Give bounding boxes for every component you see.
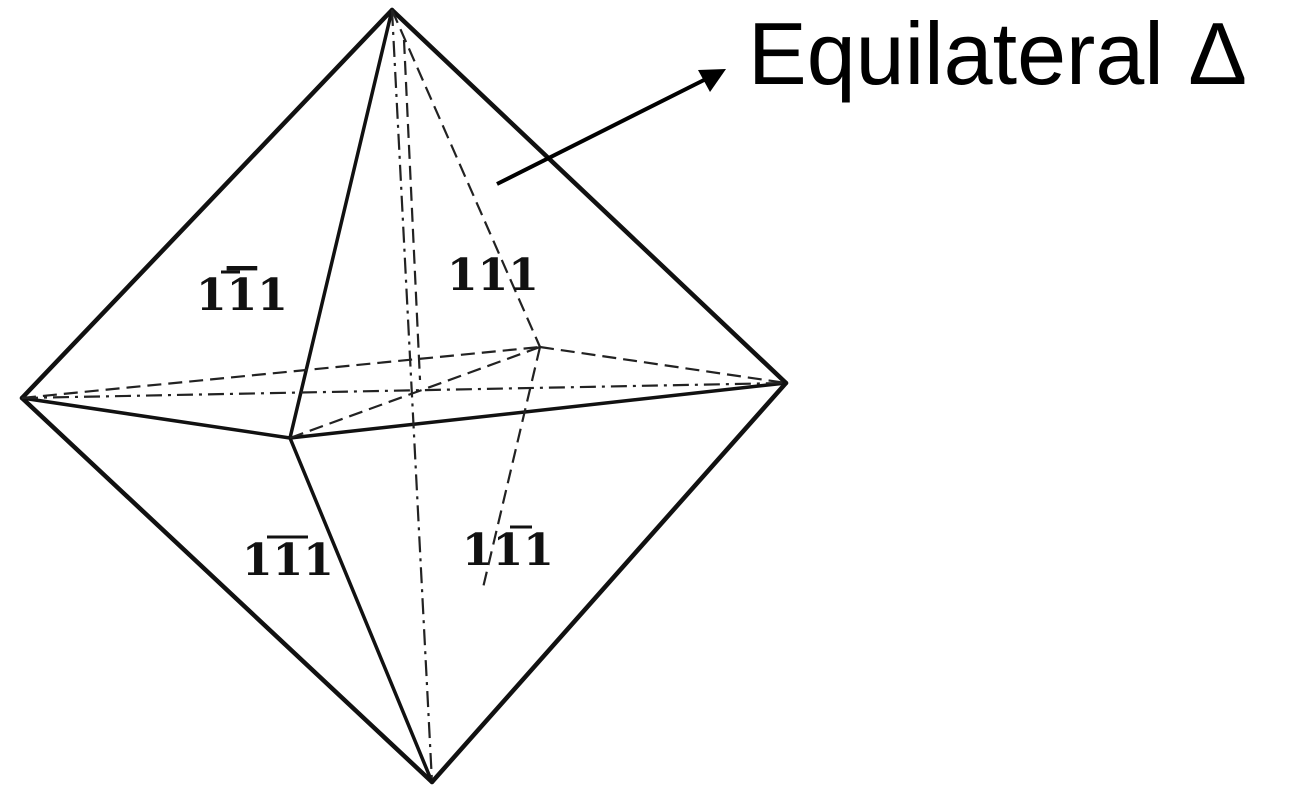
hidden-left-back	[21, 345, 541, 400]
edge-bottom-left	[19, 395, 435, 785]
octahedron-outline	[19, 7, 789, 785]
axis-vertical	[390, 9, 434, 783]
face-labels: 111 111 111 111	[196, 250, 554, 586]
svg-text:111: 111	[462, 525, 554, 576]
callout-arrow	[496, 69, 726, 186]
svg-text:111: 111	[242, 535, 334, 586]
face-label-1-1bar-1bar: 111	[242, 535, 334, 586]
arrowhead-icon	[698, 69, 726, 92]
edge-left-front	[20, 396, 292, 440]
face-label-1-1-1: 111	[447, 250, 539, 301]
hidden-apex-right	[402, 39, 422, 381]
front-edges	[20, 8, 788, 784]
svg-text:111: 111	[196, 270, 288, 321]
hidden-back-right	[539, 345, 787, 385]
hidden-apex-back	[390, 9, 542, 348]
svg-text:111: 111	[447, 250, 539, 301]
edge-front-bottom	[288, 436, 434, 784]
callout-label: Equilateral Δ	[748, 4, 1247, 103]
edge-front-right	[288, 381, 788, 440]
axis-horizontal	[21, 381, 787, 400]
edge-bottom-right	[429, 380, 789, 785]
face-label-1-1bar-1: 111	[196, 270, 288, 321]
edge-top-left	[19, 7, 395, 401]
axis-depth	[289, 345, 541, 440]
edge-top-right	[389, 7, 789, 386]
edge-apex-front	[288, 8, 394, 440]
hidden-edges	[21, 9, 787, 783]
face-label-1-1-1bar: 111	[462, 525, 554, 576]
